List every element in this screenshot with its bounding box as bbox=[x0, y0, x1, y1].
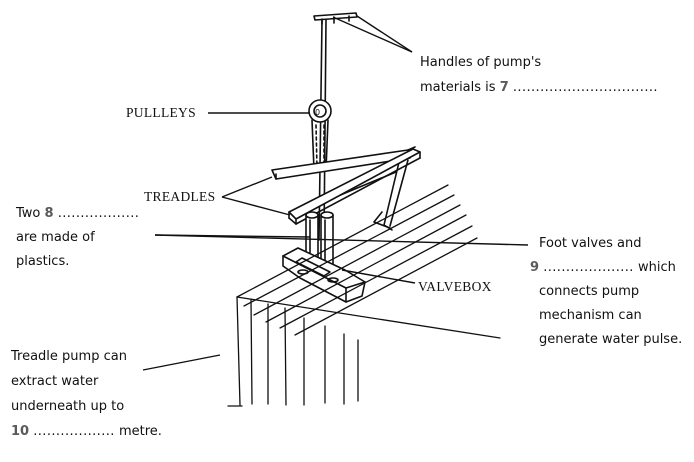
pulleys-label: PULLLEYS bbox=[126, 105, 196, 120]
blank-number-7: 7 bbox=[499, 80, 509, 95]
handles-leader-b bbox=[356, 15, 413, 53]
handles-prefix: materials is bbox=[420, 80, 496, 95]
blank-number-9: 9 bbox=[530, 260, 540, 275]
foot-label-line5: generate water pulse. bbox=[539, 332, 683, 347]
pump-rod bbox=[318, 19, 327, 241]
treadle-pump-line4: 10 .................. metre. bbox=[11, 420, 162, 444]
handles-leader-a bbox=[332, 16, 413, 53]
handles-label-line1: Handles of pump's bbox=[420, 55, 542, 70]
treadle-pump-line1: Treadle pump can bbox=[11, 349, 127, 364]
treadle-pump-suffix: metre. bbox=[118, 424, 162, 439]
blank-number-8: 8 bbox=[44, 206, 54, 221]
foot-label-line2: 9 .................... which bbox=[530, 256, 676, 280]
valvebox-label: VALVEBOX bbox=[418, 279, 492, 294]
foot-suffix: which bbox=[637, 260, 676, 275]
valvebox-leader bbox=[341, 269, 416, 284]
treadle-pump-line3: underneath up to bbox=[11, 399, 125, 414]
leader-lines bbox=[142, 15, 529, 371]
foot-label-line1: Foot valves and bbox=[539, 236, 642, 251]
two-prefix: Two bbox=[16, 206, 41, 221]
foot-label-line4: mechanism can bbox=[539, 308, 642, 323]
treadles-label: TREADLES bbox=[144, 189, 216, 204]
treadle-pump-line2: extract water bbox=[11, 374, 99, 389]
foot-leader bbox=[154, 234, 529, 246]
blank-dots-7[interactable]: ................................ bbox=[512, 80, 658, 95]
foot-label-line3: connects pump bbox=[539, 284, 640, 299]
two-label-line2: are made of bbox=[16, 230, 95, 245]
two-label-line3: plastics. bbox=[16, 254, 70, 269]
pulley bbox=[308, 99, 332, 171]
blank-dots-10[interactable]: .................. bbox=[33, 424, 115, 439]
blank-number-10: 10 bbox=[11, 424, 30, 439]
treadles-leader-a bbox=[221, 176, 273, 198]
two-label-line1: Two 8 .................. bbox=[16, 202, 139, 226]
blank-dots-9[interactable]: .................... bbox=[543, 260, 634, 275]
blank-dots-8[interactable]: .................. bbox=[57, 206, 140, 221]
treadle-pump-leader bbox=[142, 354, 221, 371]
pulley-mark: 0 bbox=[315, 108, 320, 117]
handles-label-line2: materials is 7 .........................… bbox=[420, 76, 658, 100]
treadles-leader-b bbox=[221, 196, 291, 216]
